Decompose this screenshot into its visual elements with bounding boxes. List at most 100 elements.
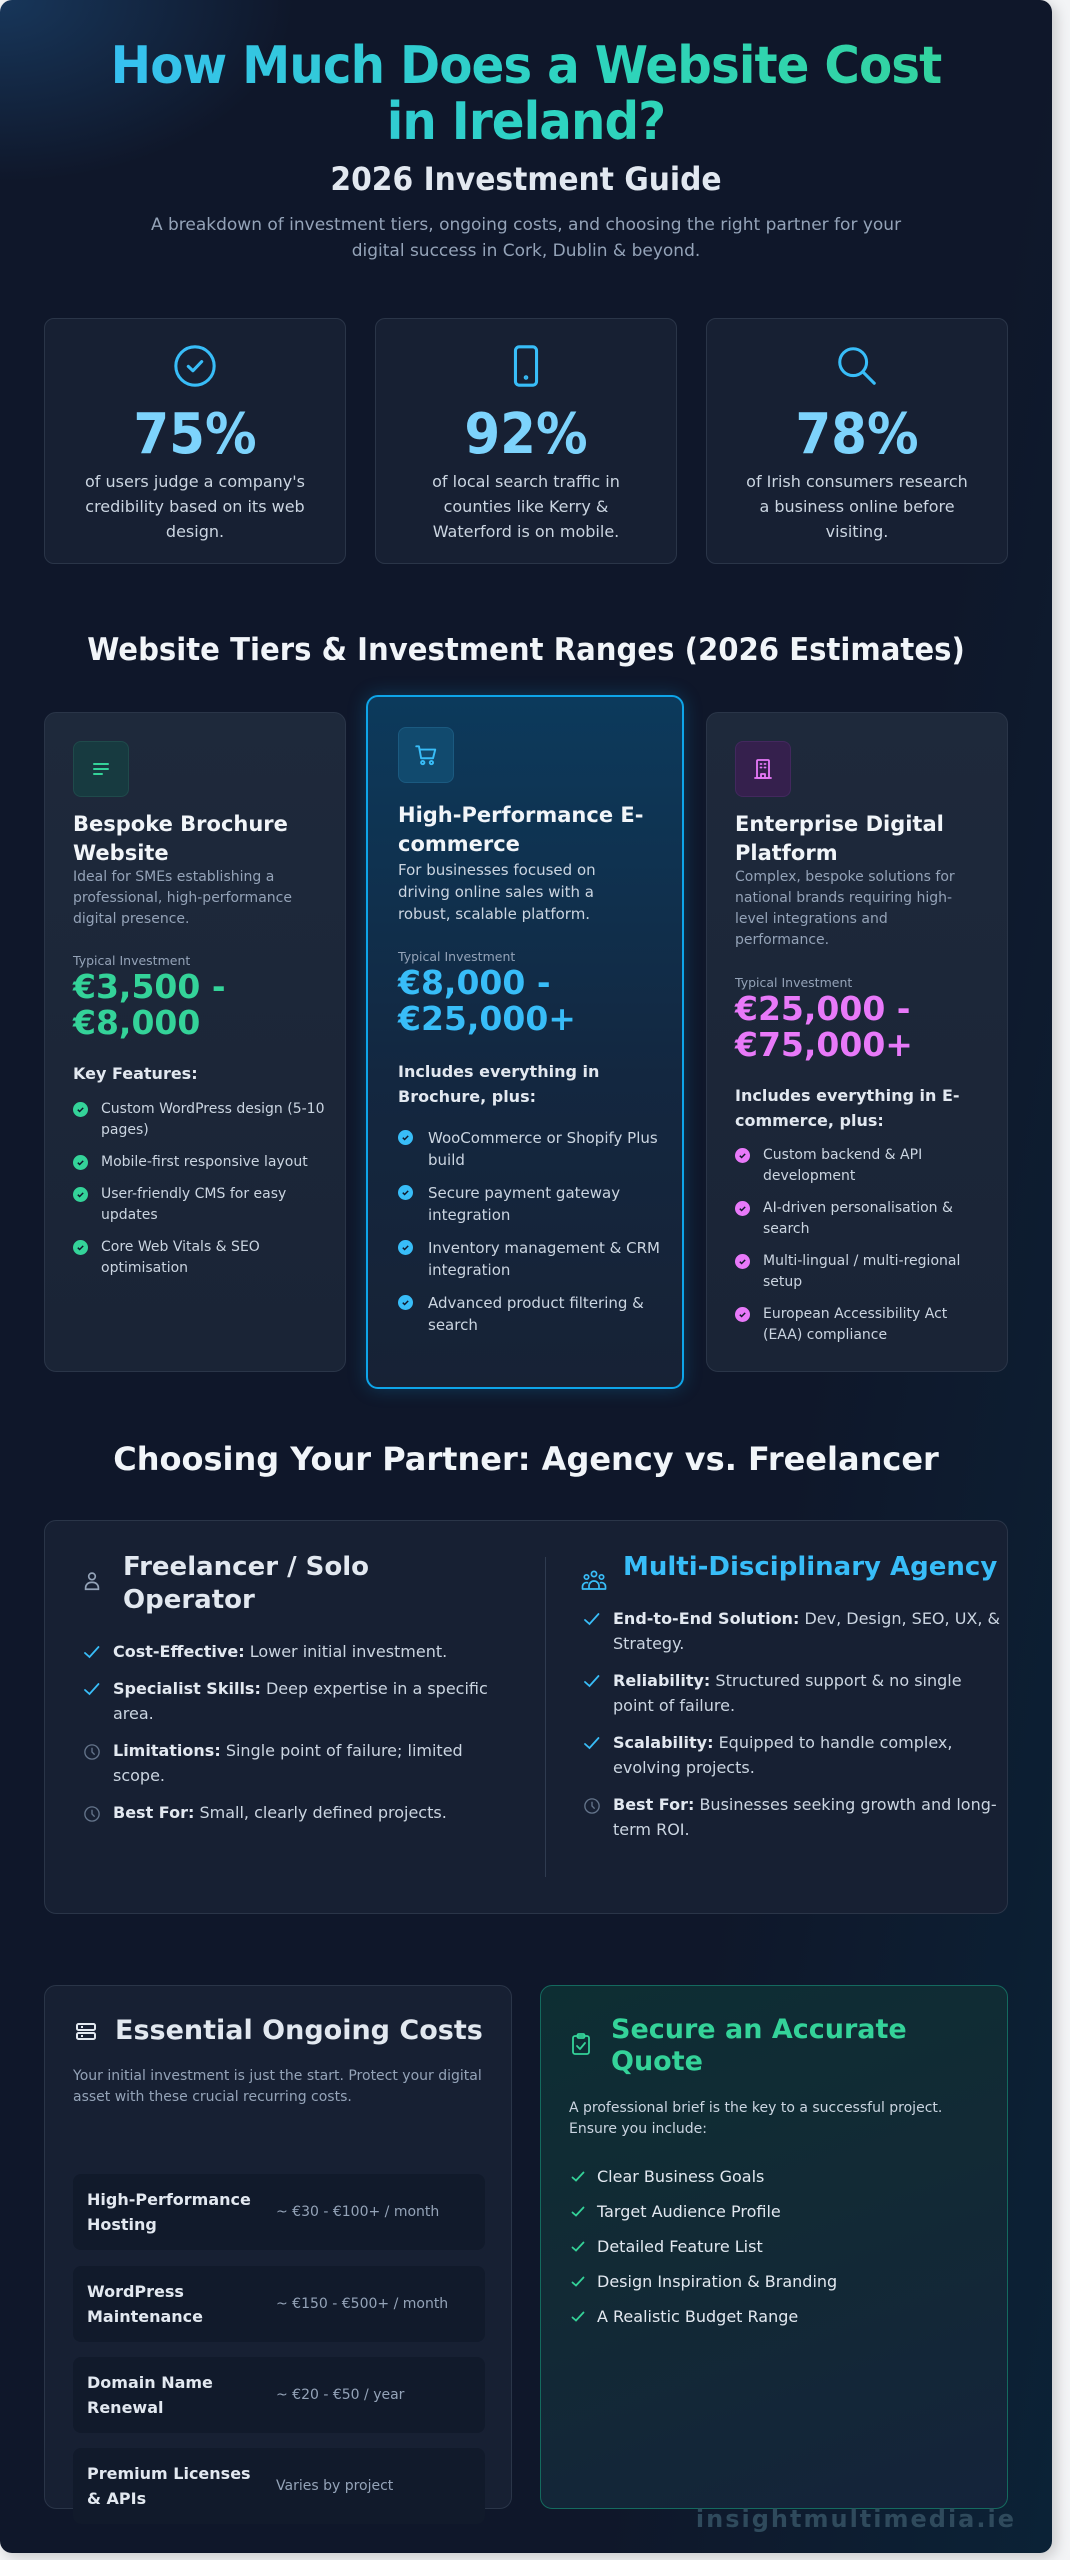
investment-label: Typical Investment [735, 975, 853, 990]
check-badge-icon [398, 1185, 413, 1200]
partner-item: Reliability: Structured support & no sin… [581, 1668, 1001, 1718]
check-badge-icon [735, 1307, 750, 1322]
check-icon [584, 1737, 600, 1750]
text-lines-icon [73, 741, 129, 797]
partner-item: Limitations: Single point of failure; li… [81, 1738, 501, 1788]
checklist-item: A Realistic Budget Range [569, 2306, 837, 2328]
partner-item: Cost-Effective: Lower initial investment… [81, 1639, 501, 1664]
feature-item: Mobile-first responsive layout [73, 1152, 325, 1173]
cost-value: ~ €30 - €100+ / month [276, 2204, 440, 2220]
tier-description: For businesses focused on driving online… [398, 861, 596, 923]
checklist-item: Detailed Feature List [569, 2236, 837, 2258]
partner-item: Best For: Small, clearly defined project… [81, 1800, 501, 1825]
cost-value: Varies by project [276, 2478, 394, 2494]
ongoing-costs-card: Essential Ongoing Costs Your initial inv… [44, 1985, 512, 2524]
checklist-item: Target Audience Profile [569, 2201, 837, 2223]
check-icon [571, 2206, 585, 2217]
title-line-2: in Ireland? [386, 92, 666, 152]
brand-watermark: insightmultimedia.ie [695, 2505, 1016, 2533]
check-badge-icon [398, 1130, 413, 1145]
features-list: WooCommerce or Shopify Plus build Secure… [398, 1127, 662, 1347]
check-badge-icon [73, 1187, 88, 1202]
smartphone-icon [513, 345, 539, 387]
check-icon [84, 1646, 100, 1659]
check-circle-icon [174, 345, 216, 387]
tier-name: Bespoke Brochure Website [73, 812, 288, 865]
cost-row: High-Performance Hosting ~ €30 - €100+ /… [73, 2174, 485, 2250]
investment-label: Typical Investment [398, 949, 516, 964]
tier-card-ecommerce: High-Performance E-commerce For business… [366, 695, 684, 1389]
page-title: How Much Does a Website Cost in Ireland? [37, 38, 1015, 150]
features-title: Includes everything in E-commerce, plus: [735, 1086, 960, 1130]
title-line-1: How Much Does a Website Cost [110, 36, 942, 96]
cost-row: WordPress Maintenance ~ €150 - €500+ / m… [73, 2266, 485, 2342]
feature-item: User-friendly CMS for easy updates [73, 1184, 325, 1226]
features-list: Custom backend & API development AI-driv… [735, 1145, 987, 1357]
features-list: Custom WordPress design (5-10 pages) Mob… [73, 1099, 325, 1290]
cost-name: Domain Name Renewal [87, 2373, 213, 2417]
quote-checklist: Clear Business Goals Target Audience Pro… [569, 2166, 837, 2341]
check-icon [571, 2311, 585, 2322]
stat-text: of Irish consumers research a business o… [746, 472, 968, 541]
check-icon [571, 2241, 585, 2252]
partner-comparison: Freelancer / Solo Operator Cost-Effectiv… [44, 1520, 1008, 1914]
check-badge-icon [735, 1148, 750, 1163]
clock-icon [84, 1806, 100, 1822]
user-icon [84, 1572, 100, 1591]
feature-item: Core Web Vitals & SEO optimisation [73, 1237, 325, 1279]
quote-description: A professional brief is the key to a suc… [569, 2100, 943, 2137]
check-icon [584, 1613, 600, 1626]
feature-item: AI-driven personalisation & search [735, 1198, 987, 1240]
stat-value: 92% [464, 402, 588, 467]
freelancer-title: Freelancer / Solo Operator [81, 1551, 501, 1617]
clipboard-check-icon [572, 2033, 590, 2055]
cost-value: ~ €20 - €50 / year [276, 2387, 405, 2403]
search-icon [838, 347, 876, 385]
partner-section-title: Choosing Your Partner: Agency vs. Freela… [113, 1440, 939, 1478]
building-icon [735, 741, 791, 797]
partner-item: Best For: Businesses seeking growth and … [581, 1792, 1001, 1842]
page-subtitle: 2026 Investment Guide [330, 160, 722, 198]
cost-row: Premium Licenses & APIs Varies by projec… [73, 2448, 485, 2524]
checklist-item: Clear Business Goals [569, 2166, 837, 2188]
cost-name: Premium Licenses & APIs [87, 2464, 251, 2508]
check-badge-icon [735, 1201, 750, 1216]
tier-price: €3,500 - €8,000 [73, 967, 226, 1042]
clock-icon [84, 1744, 100, 1760]
checklist-item: Design Inspiration & Branding [569, 2271, 837, 2293]
agency-title: Multi-Disciplinary Agency [581, 1551, 1001, 1590]
tier-price: €8,000 - €25,000+ [398, 963, 576, 1038]
feature-item: Inventory management & CRM integration [398, 1237, 662, 1281]
check-badge-icon [73, 1155, 88, 1170]
feature-item: Advanced product filtering & search [398, 1292, 662, 1336]
check-badge-icon [398, 1240, 413, 1255]
ongoing-costs-title: Essential Ongoing Costs [73, 2014, 483, 2048]
agency-list: End-to-End Solution: Dev, Design, SEO, U… [581, 1606, 1001, 1842]
check-icon [84, 1683, 100, 1696]
ongoing-costs-description: Your initial investment is just the star… [73, 2068, 482, 2105]
features-title: Key Features: [73, 1064, 198, 1083]
quote-card: Secure an Accurate Quote A professional … [540, 1985, 1008, 2509]
check-icon [584, 1675, 600, 1688]
tier-card-enterprise: Enterprise Digital Platform Complex, bes… [706, 712, 1008, 1372]
feature-item: Secure payment gateway integration [398, 1182, 662, 1226]
cost-name: High-Performance Hosting [87, 2190, 251, 2234]
partner-item: Specialist Skills: Deep expertise in a s… [81, 1676, 501, 1726]
tier-name: Enterprise Digital Platform [735, 812, 944, 865]
clock-icon [584, 1798, 600, 1814]
partner-item: Scalability: Equipped to handle complex,… [581, 1730, 1001, 1780]
investment-label: Typical Investment [73, 953, 191, 968]
stat-card: 75% of users judge a company's credibili… [44, 318, 346, 564]
cost-name: WordPress Maintenance [87, 2282, 204, 2326]
feature-item: Custom backend & API development [735, 1145, 987, 1187]
tier-description: Ideal for SMEs establishing a profession… [73, 869, 292, 927]
cost-value: ~ €150 - €500+ / month [276, 2296, 449, 2312]
tier-name: High-Performance E-commerce [398, 803, 644, 856]
check-badge-icon [735, 1254, 750, 1269]
freelancer-column: Freelancer / Solo Operator Cost-Effectiv… [81, 1551, 501, 1837]
check-badge-icon [73, 1240, 88, 1255]
shopping-cart-icon [398, 727, 454, 783]
freelancer-list: Cost-Effective: Lower initial investment… [81, 1639, 501, 1825]
feature-item: Custom WordPress design (5-10 pages) [73, 1099, 325, 1141]
